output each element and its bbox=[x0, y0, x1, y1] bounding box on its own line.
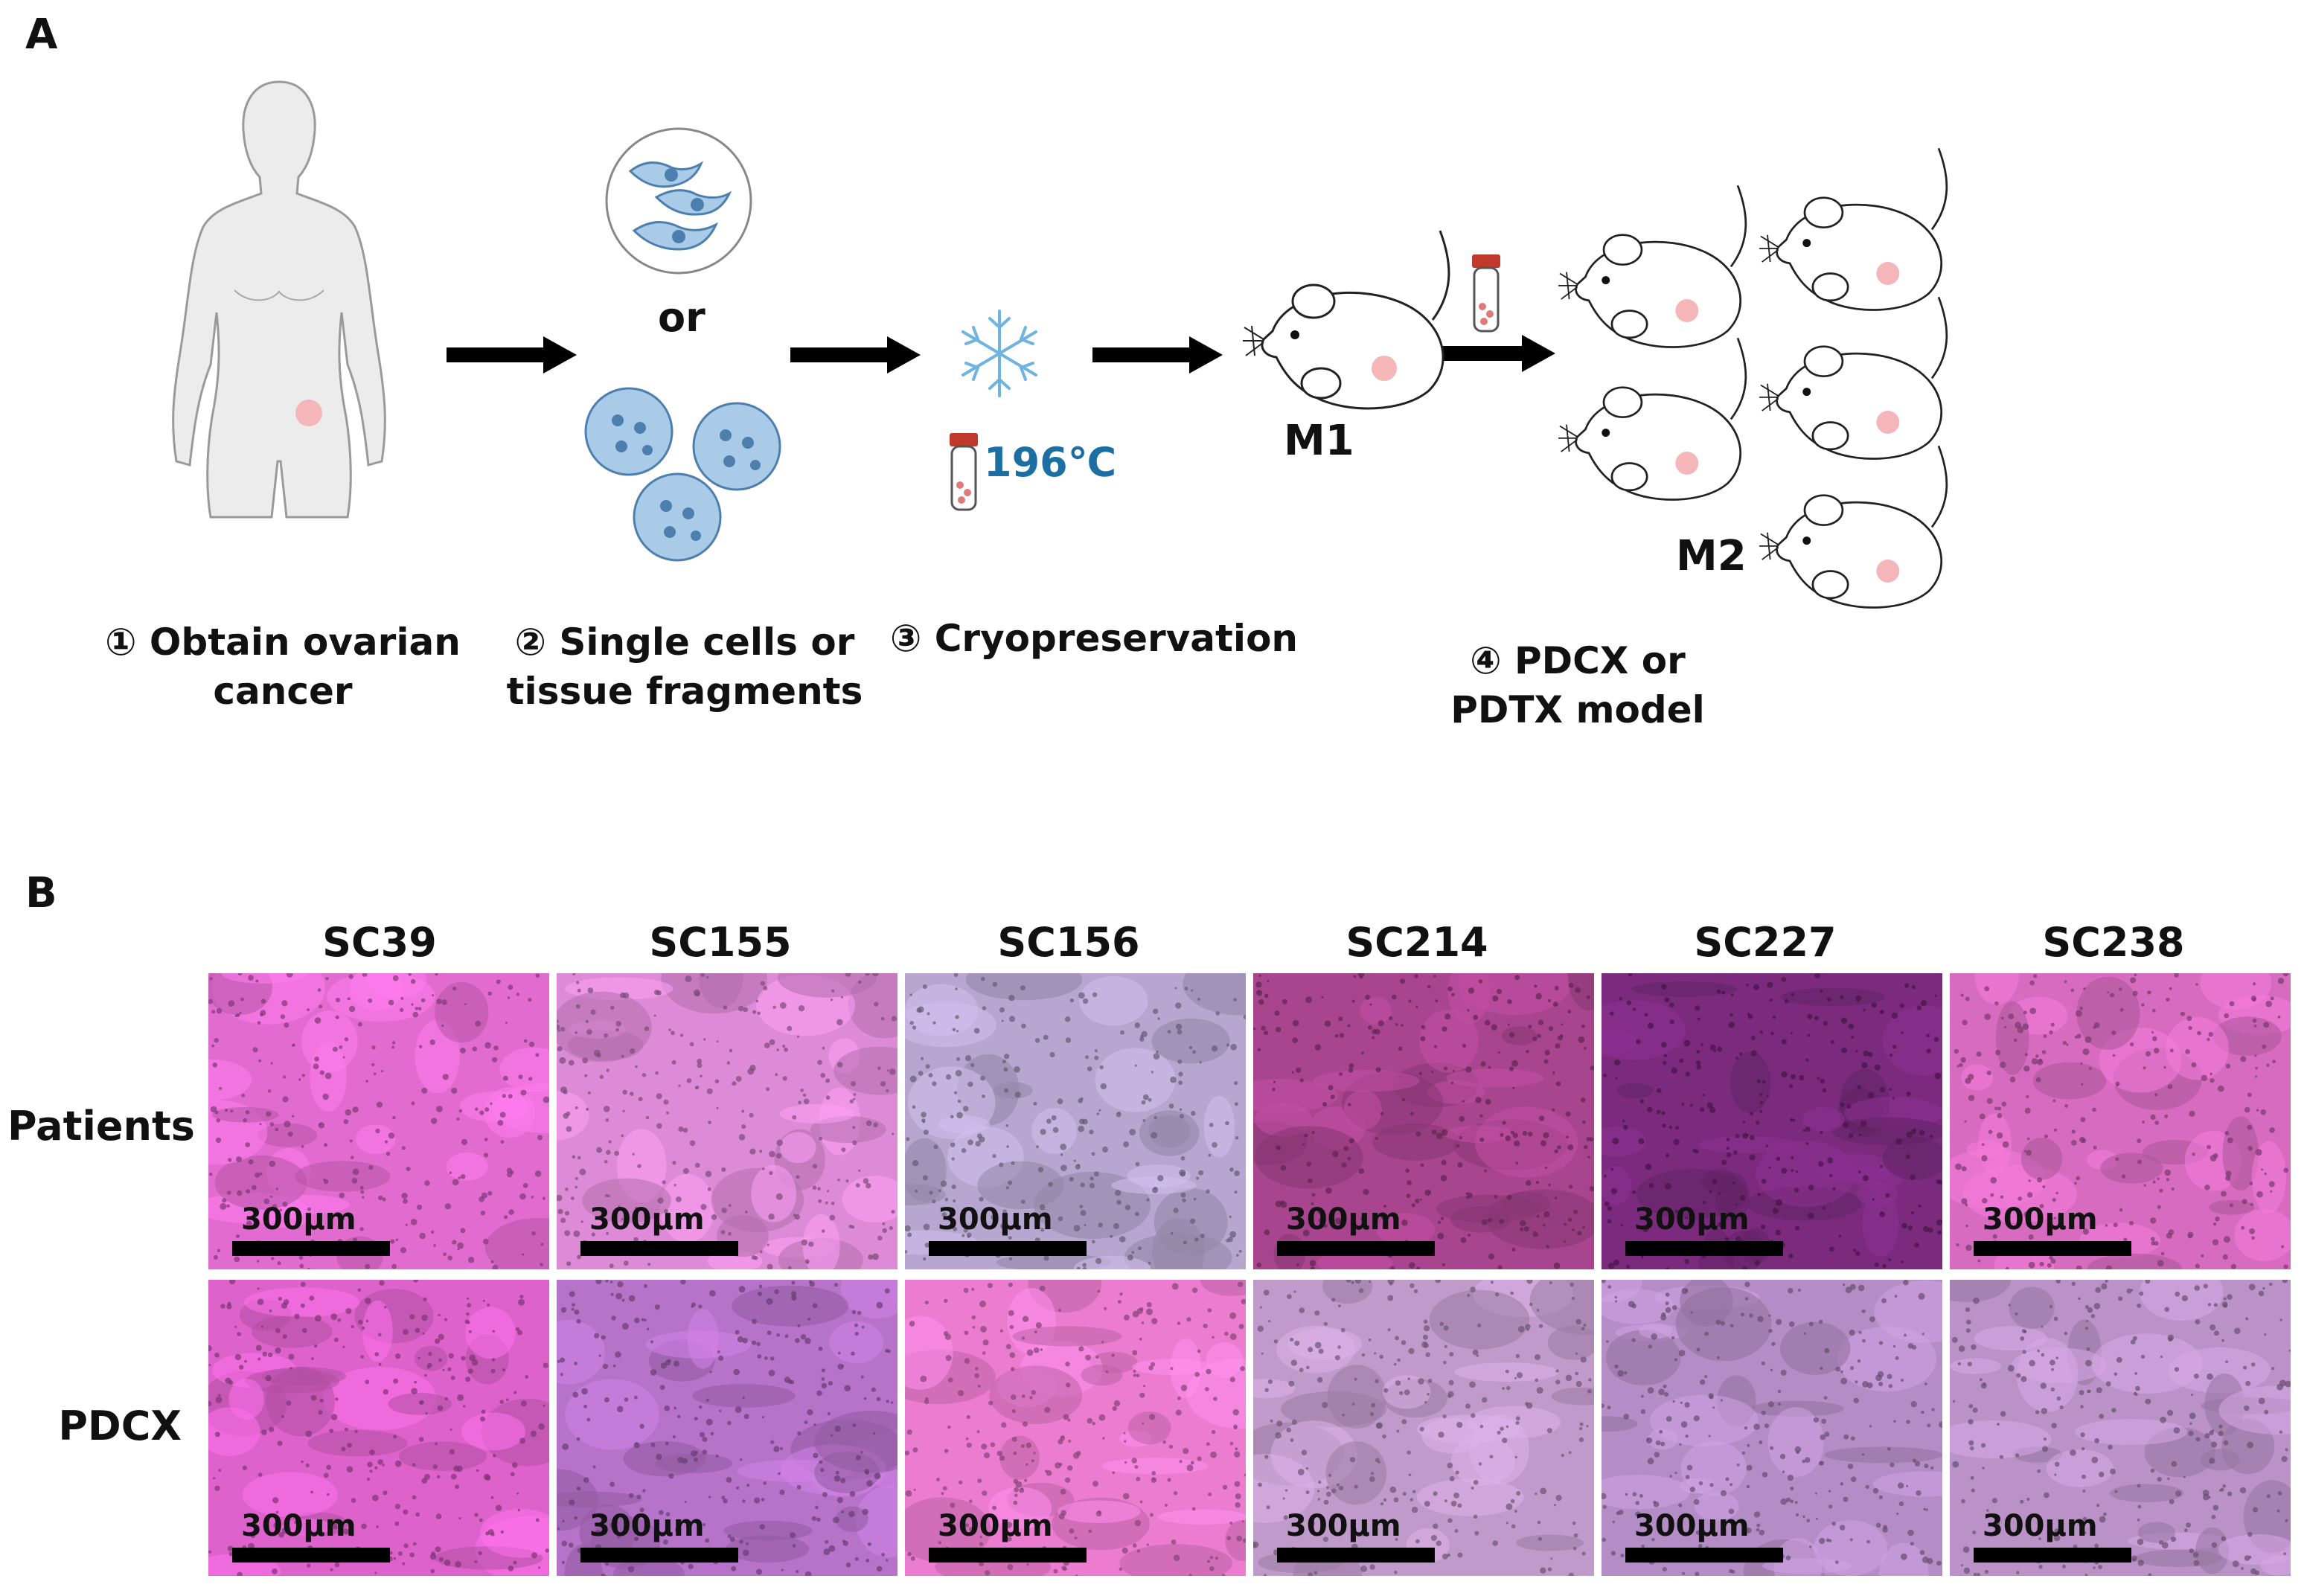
column-header: SC238 bbox=[2042, 919, 2185, 966]
single-cells-icon bbox=[605, 127, 752, 275]
human-body-illustration bbox=[172, 80, 386, 519]
scale-bar-label: 300µm bbox=[589, 1509, 705, 1543]
tissue-fragments-icon bbox=[584, 387, 781, 562]
scale-bar-label: 300µm bbox=[1634, 1509, 1750, 1543]
scale-bar bbox=[929, 1548, 1087, 1563]
histology-tile-patients-sc155: 300µm bbox=[557, 973, 897, 1269]
histology-tile-pdcx-sc155: 300µm bbox=[557, 1280, 897, 1576]
histology-tile-patients-sc156: 300µm bbox=[905, 973, 1246, 1269]
scale-bar-label: 300µm bbox=[1286, 1202, 1401, 1237]
column-header: SC214 bbox=[1346, 919, 1488, 966]
scale-bar-label: 300µm bbox=[589, 1202, 705, 1237]
panel-b-label: B bbox=[25, 869, 57, 917]
scale-bar bbox=[929, 1241, 1087, 1256]
histology-tile-pdcx-sc156: 300µm bbox=[905, 1280, 1246, 1576]
histology-tile-pdcx-sc39: 300µm bbox=[208, 1280, 549, 1576]
arrow-4 bbox=[1425, 335, 1555, 372]
scale-bar-label: 300µm bbox=[1983, 1509, 2098, 1543]
histology-tile-patients-sc227: 300µm bbox=[1602, 973, 1942, 1269]
scale-bar bbox=[1974, 1241, 2131, 1256]
scale-bar-label: 300µm bbox=[1286, 1509, 1401, 1543]
scale-bar-label: 300µm bbox=[1983, 1202, 2098, 1237]
m1-label: M1 bbox=[1284, 417, 1354, 465]
histology-tile-patients-sc238: 300µm bbox=[1950, 973, 2291, 1269]
arrow-2 bbox=[790, 336, 921, 374]
or-label: or bbox=[658, 294, 705, 341]
row-label-pdcx: PDCX bbox=[58, 1403, 182, 1449]
histology-tile-pdcx-sc214: 300µm bbox=[1253, 1280, 1594, 1576]
panel-a-label: A bbox=[25, 10, 58, 59]
column-header: SC156 bbox=[997, 919, 1140, 966]
scale-bar bbox=[1625, 1548, 1783, 1563]
scale-bar-label: 300µm bbox=[241, 1509, 356, 1543]
column-header: SC39 bbox=[322, 919, 437, 966]
mouse-m2-5 bbox=[1758, 444, 1948, 609]
scale-bar-label: 300µm bbox=[938, 1202, 1053, 1237]
row-label-patients: Patients bbox=[7, 1103, 195, 1150]
arrow-1 bbox=[447, 336, 577, 374]
scale-bar-label: 300µm bbox=[1634, 1202, 1750, 1237]
histology-tile-pdcx-sc238: 300µm bbox=[1950, 1280, 2291, 1576]
scale-bar bbox=[232, 1548, 390, 1563]
scale-bar-label: 300µm bbox=[241, 1202, 356, 1237]
mouse-m2-2 bbox=[1557, 336, 1747, 501]
scale-bar bbox=[232, 1241, 390, 1256]
scale-bar bbox=[1277, 1548, 1435, 1563]
cryo-tube-icon bbox=[950, 433, 978, 511]
column-header: SC227 bbox=[1694, 919, 1837, 966]
arrow-3 bbox=[1092, 336, 1223, 374]
step-3-label: ③ Cryopreservation bbox=[889, 617, 1299, 660]
snowflake-icon bbox=[961, 310, 1037, 397]
scale-bar-label: 300µm bbox=[938, 1509, 1053, 1543]
m2-label: M2 bbox=[1676, 532, 1747, 580]
tumor-spot bbox=[295, 400, 322, 426]
histology-image-grid: 300µm 300µm 300µm 300µm 300µm 300µm 300µm 300µm… bbox=[208, 973, 2301, 1583]
histology-tile-patients-sc214: 300µm bbox=[1253, 973, 1594, 1269]
column-header: SC155 bbox=[649, 919, 792, 966]
histology-tile-patients-sc39: 300µm bbox=[208, 973, 549, 1269]
scale-bar bbox=[1974, 1548, 2131, 1563]
histology-tile-pdcx-sc227: 300µm bbox=[1602, 1280, 1942, 1576]
scale-bar bbox=[1277, 1241, 1435, 1256]
scale-bar bbox=[1625, 1241, 1783, 1256]
temperature-label: 196℃ bbox=[984, 439, 1117, 486]
transplant-tube-icon bbox=[1472, 254, 1500, 333]
scale-bar bbox=[580, 1241, 738, 1256]
mouse-m1-illustration bbox=[1241, 229, 1450, 410]
scale-bar bbox=[580, 1548, 738, 1563]
